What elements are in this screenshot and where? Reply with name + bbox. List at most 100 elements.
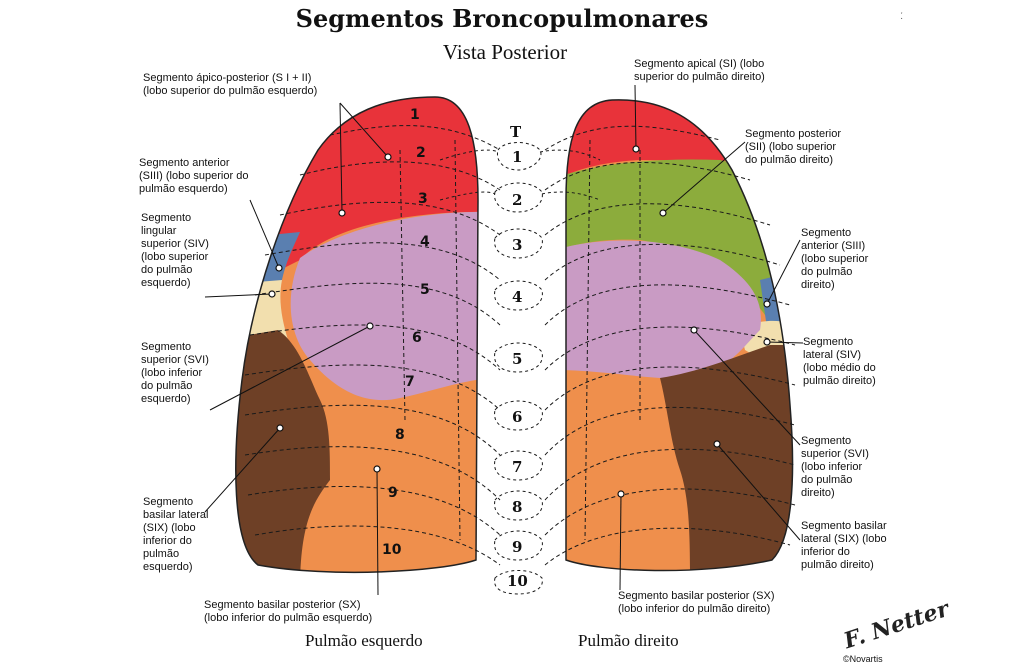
label-line: esquerdo) [141, 277, 191, 289]
label-left-lateral-basal: Segmento basilar lateral (SIX) (lobo inf… [143, 496, 208, 574]
label-line: basilar lateral [143, 509, 209, 521]
label-line: (lobo superior do pulmão esquerdo) [143, 85, 318, 97]
right-superior-lower-segment [566, 240, 761, 379]
label-line: (lobo médio do [803, 362, 876, 374]
label-line: (lobo inferior [801, 461, 863, 473]
label-line: (lobo superior [801, 253, 869, 265]
label-line: lateral (SIX) (lobo [801, 533, 887, 545]
right-lung-outline [565, 99, 794, 572]
label-line: Segmento basilar posterior (SX) [618, 590, 775, 602]
rib-number: 7 [405, 374, 415, 390]
vertebra-number: 9 [512, 538, 522, 556]
label-line: Segmento basilar posterior (SX) [204, 599, 361, 611]
leader-lines [204, 84, 804, 596]
left-lung-segments [235, 97, 478, 573]
label-line: Segmento ápico-posterior (S I + II) [143, 72, 312, 84]
vertebra-number: 2 [512, 191, 522, 209]
label-line: pulmão direito) [801, 559, 874, 571]
label-line: Segmento apical (SI) (lobo [634, 58, 765, 70]
label-line: do pulmão [141, 380, 193, 392]
label-line: do pulmão direito) [745, 154, 834, 166]
vertebra-number: 6 [512, 408, 522, 426]
label-line: superior (SVI) [801, 448, 869, 460]
label-left-anterior: Segmento anterior (SIII) (lobo superior … [139, 157, 248, 196]
vertebra-number: 4 [512, 288, 522, 306]
label-line: superior (SIV) [141, 238, 209, 250]
label-right-superior: Segmento superior (SVI) (lobo inferior d… [801, 435, 869, 500]
label-line: Segmento basilar [801, 520, 887, 532]
label-line: superior (SVI) [141, 354, 209, 366]
label-line: (lobo inferior [141, 367, 203, 379]
label-right-lateral-basal: Segmento basilar lateral (SIX) (lobo inf… [801, 520, 887, 572]
label-line: Segmento [801, 227, 852, 239]
label-right-anterior: Segmento anterior (SIII) (lobo superior … [801, 227, 868, 292]
label-line: (lobo inferior do pulmão direito) [618, 603, 771, 615]
corner-mark: ː [900, 8, 904, 22]
vertebra-number: 8 [512, 498, 522, 516]
rib-number: 1 [410, 107, 420, 123]
label-dots [268, 145, 771, 498]
label-line: inferior do [801, 546, 850, 558]
label-line: inferior do [143, 535, 192, 547]
vertebra-number: 3 [512, 236, 522, 254]
left-lateral-basal-segment [235, 330, 330, 573]
label-line: Segmento [803, 336, 854, 348]
vertebra-number-group: T 1 2 3 4 5 6 7 8 9 10 [507, 123, 528, 590]
label-line: do pulmão [141, 264, 193, 276]
label-line: Segmento posterior [745, 128, 841, 140]
rib-number: 8 [395, 427, 405, 443]
label-line: (SIII) (lobo superior do [139, 170, 249, 182]
label-line: (lobo inferior do pulmão esquerdo) [204, 612, 373, 624]
rib-number-group: 1 2 3 4 5 6 7 8 9 10 [382, 107, 430, 558]
label-left-apicoposterior: Segmento ápico-posterior (S I + II) (lob… [143, 72, 317, 98]
label-line: pulmão esquerdo) [139, 183, 228, 195]
label-right-posterior: Segmento posterior (SII) (lobo superior … [745, 128, 841, 167]
label-line: do pulmão [801, 266, 853, 278]
rib-number: 9 [388, 485, 398, 501]
label-right-lateral: Segmento lateral (SIV) (lobo médio do pu… [803, 336, 876, 388]
label-line: Segmento [801, 435, 852, 447]
label-line: (SIX) (lobo [143, 522, 196, 534]
label-line: Segmento [143, 496, 194, 508]
label-line: esquerdo) [141, 393, 191, 405]
rib-number: 6 [412, 330, 422, 346]
label-line: lingular [141, 225, 177, 237]
label-right-apical: Segmento apical (SI) (lobo superior do p… [634, 58, 765, 84]
vertebra-number: 7 [512, 458, 522, 476]
label-line: direito) [801, 279, 835, 291]
label-line: Segmento [141, 212, 192, 224]
right-lung-name: Pulmão direito [578, 631, 679, 650]
label-line: pulmão [143, 548, 180, 560]
page-title: Segmentos Broncopulmonares [295, 4, 709, 33]
rib-number: 4 [420, 234, 430, 250]
label-line: Segmento anterior [139, 157, 230, 169]
label-line: Segmento [141, 341, 192, 353]
rib-number: 10 [382, 542, 402, 558]
rib-contours [244, 125, 796, 566]
label-line: (SII) (lobo superior [745, 141, 837, 153]
rib-number: 5 [420, 282, 430, 298]
left-lung-name: Pulmão esquerdo [305, 631, 423, 650]
label-line: do pulmão [801, 474, 853, 486]
rib-number: 3 [418, 191, 428, 207]
label-line: direito) [801, 487, 835, 499]
left-lung-outline [235, 96, 479, 574]
label-line: anterior (SIII) [801, 240, 866, 252]
label-line: esquerdo) [143, 561, 193, 573]
label-left-posterior-basal: Segmento basilar posterior (SX) (lobo in… [204, 599, 372, 625]
label-right-posterior-basal: Segmento basilar posterior (SX) (lobo in… [618, 590, 775, 616]
label-line: superior do pulmão direito) [634, 71, 765, 83]
label-line: (lobo superior [141, 251, 209, 263]
vertebra-number: 10 [507, 572, 528, 590]
label-left-superior: Segmento superior (SVI) (lobo inferior d… [141, 341, 209, 406]
publisher-mark: ©Novartis [843, 654, 883, 664]
left-superior-lower-segment [290, 211, 478, 401]
vertebral-column [439, 142, 601, 595]
label-left-lingular: Segmento lingular superior (SIV) (lobo s… [141, 212, 209, 290]
label-line: lateral (SIV) [803, 349, 862, 361]
vertebra-label: T [510, 123, 522, 141]
vertebra-number: 1 [512, 148, 522, 166]
right-lateral-basal-segment [660, 345, 793, 571]
page-subtitle: Vista Posterior [442, 40, 568, 64]
